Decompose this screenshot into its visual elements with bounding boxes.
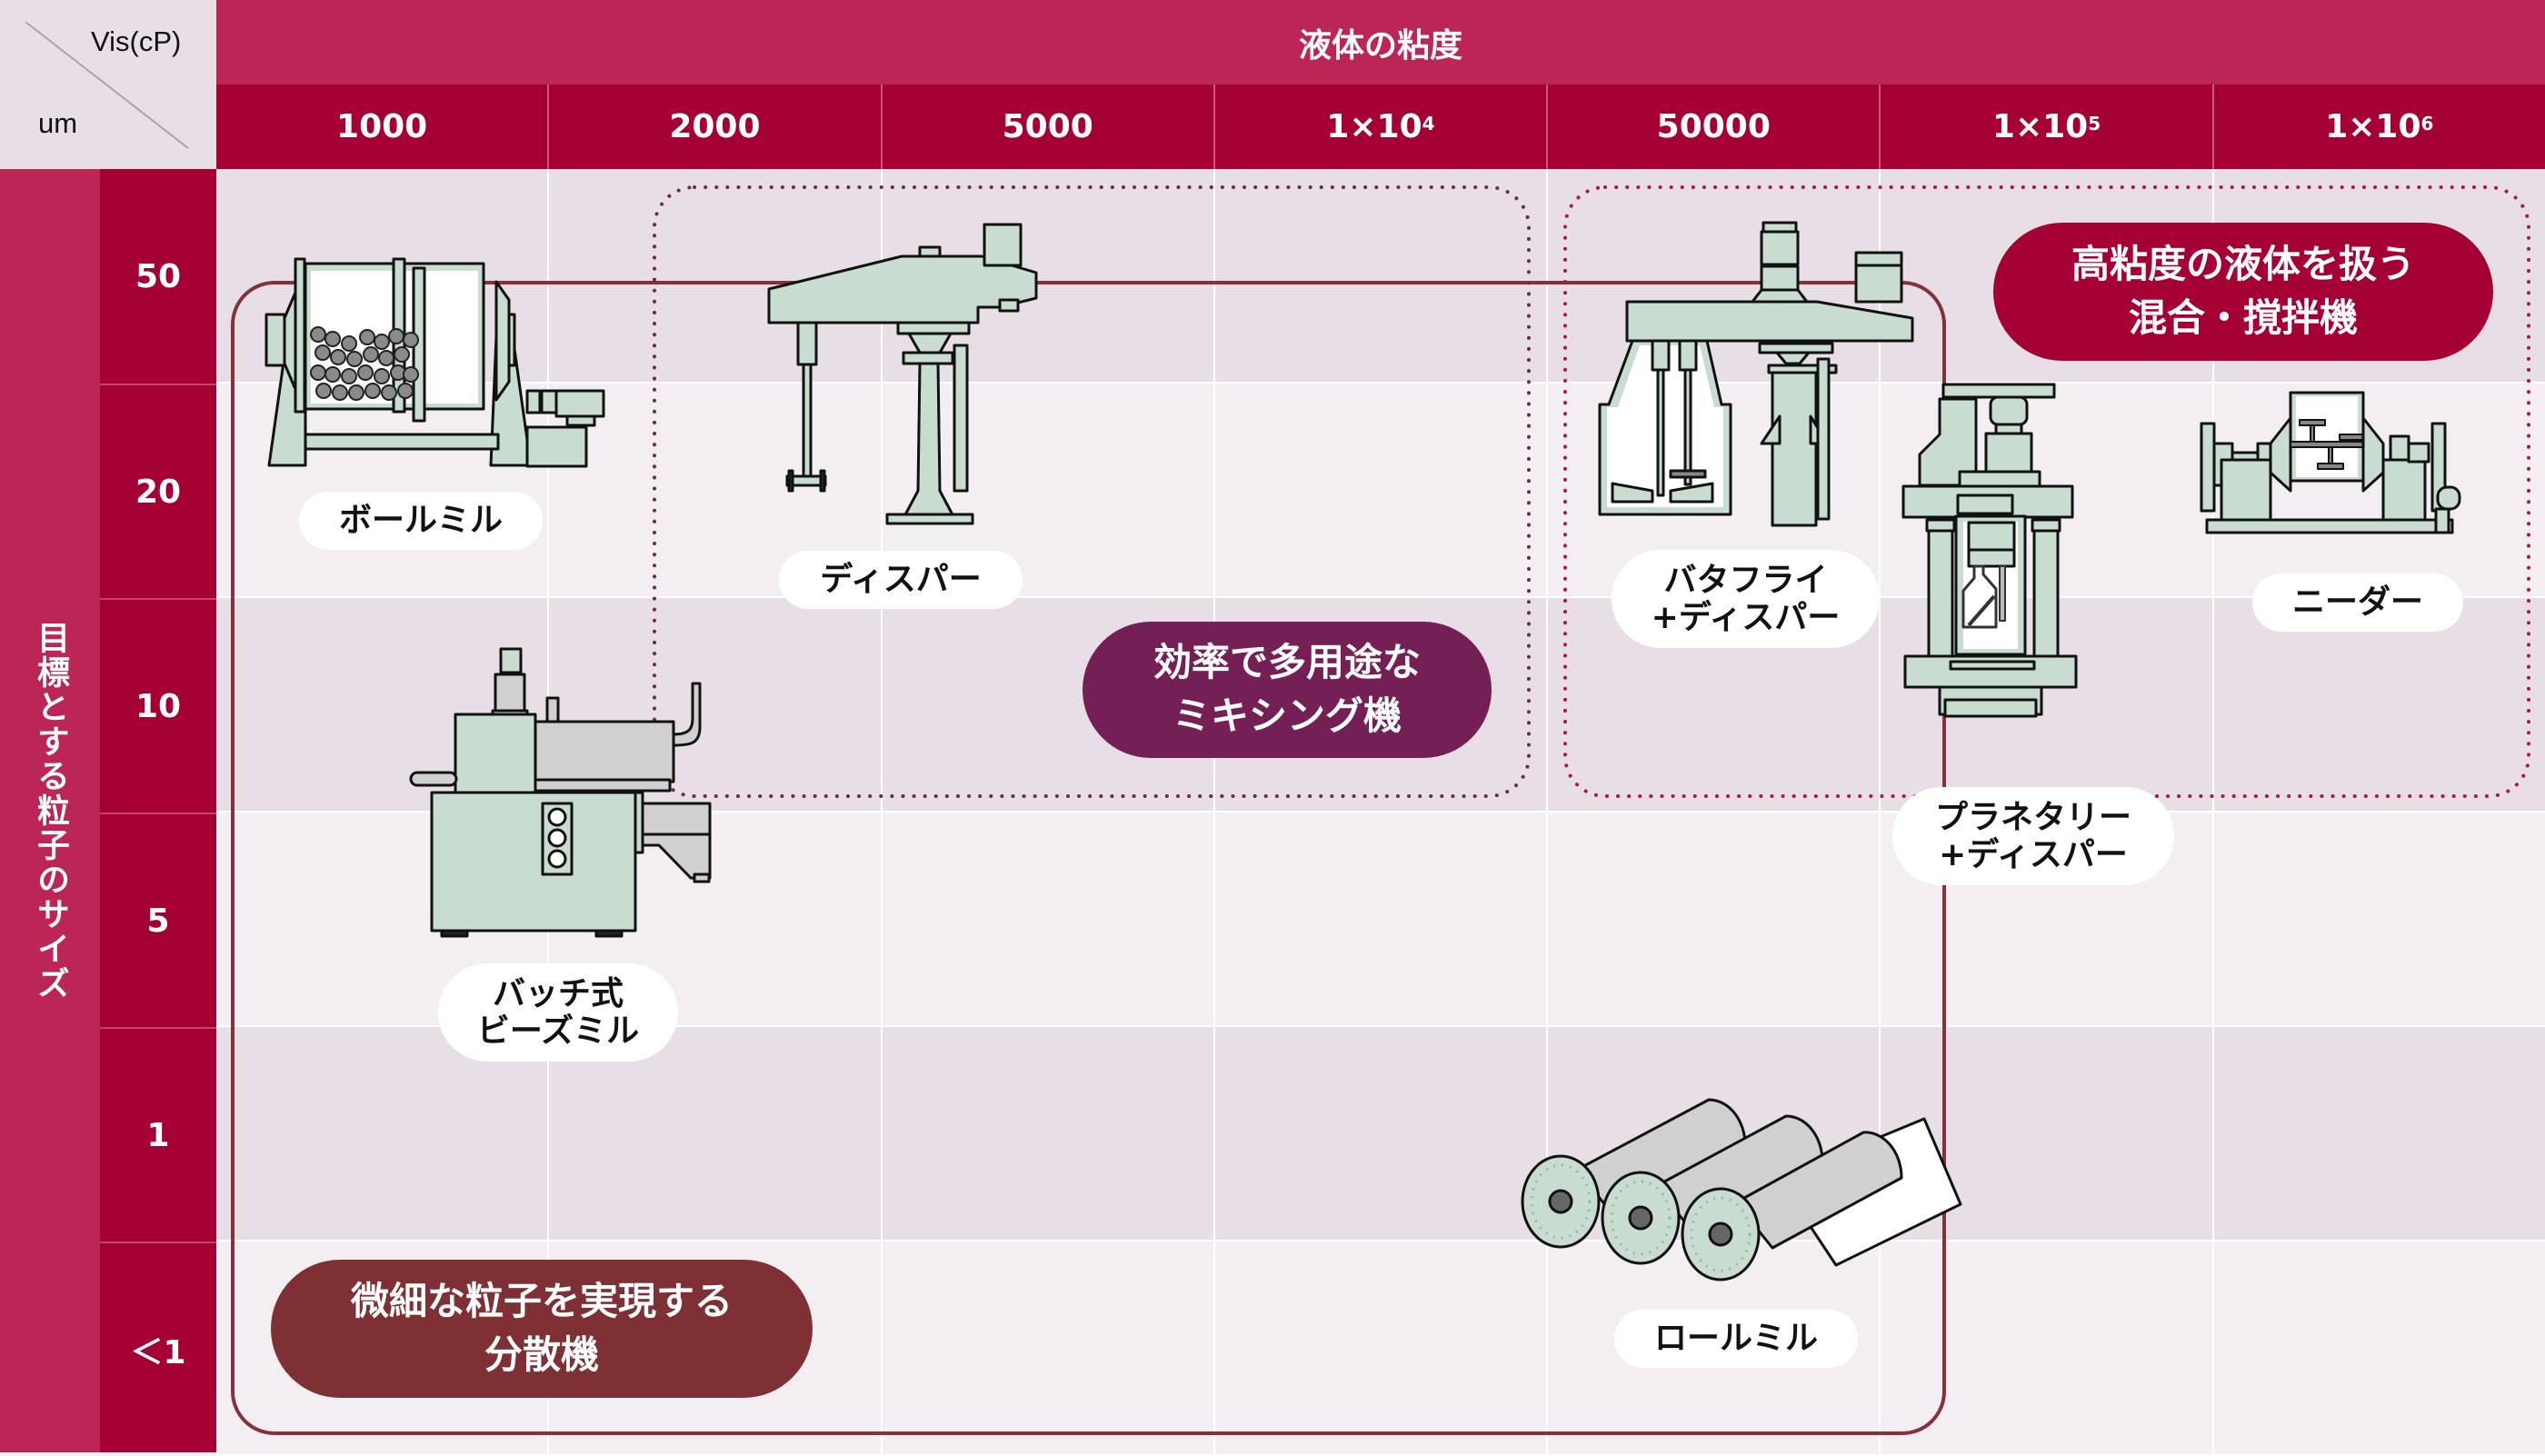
grid-cell xyxy=(880,384,1213,598)
roll-mill-label: ロールミル xyxy=(1614,1310,1858,1368)
row-label: ＜1 xyxy=(100,1242,216,1456)
high-viscosity-group-badge: 高粘度の液体を扱う混合・撹拌機 xyxy=(1993,223,2493,361)
row-label: 10 xyxy=(100,598,216,813)
column-header: 1000 xyxy=(336,108,428,145)
particle-size-rows: 50 20 10 5 1 ＜1 xyxy=(100,169,216,1452)
mixing-group-outline xyxy=(653,185,1531,798)
grid-cell xyxy=(1213,169,1547,384)
bead-mill-illustration xyxy=(409,647,712,938)
grid-cell xyxy=(1879,813,2212,1027)
grid-cell xyxy=(880,1027,1213,1242)
column-header: 5000 xyxy=(880,85,1213,169)
corner-cell: Vis(cP) um xyxy=(0,0,216,169)
viscosity-header-title: 液体の粘度 xyxy=(1298,26,1462,65)
grid-cell xyxy=(216,384,548,598)
grid-cell xyxy=(2211,598,2545,813)
grid-cell xyxy=(547,169,881,384)
row-label: 1 xyxy=(100,1027,216,1242)
viscosity-axis-label: Vis(cP) xyxy=(91,25,182,57)
disper-illustration xyxy=(767,223,1038,525)
grid-cell xyxy=(1546,598,1880,813)
column-header: 50000 xyxy=(1546,85,1879,169)
grid-cell xyxy=(1213,1027,1547,1242)
viscosity-header: 液体の粘度 xyxy=(216,0,2545,85)
kneader-label: ニーダー xyxy=(2252,573,2463,632)
butterfly-disper-label: バタフライ+ディスパー xyxy=(1612,550,1880,648)
particle-size-title: 目標とする粒子のサイズ xyxy=(32,621,69,1001)
dispersion-group-badge: 微細な粒子を実現する分散機 xyxy=(271,1260,813,1398)
grid-row xyxy=(216,1027,2545,1242)
particle-size-header: 目標とする粒子のサイズ xyxy=(0,169,100,1452)
corner-diagonal xyxy=(25,21,189,149)
grid-cell xyxy=(1546,813,1880,1027)
grid-cell xyxy=(216,1027,548,1242)
grid-cell xyxy=(2211,813,2545,1027)
grid-cell xyxy=(880,598,1213,813)
grid-cell xyxy=(880,813,1213,1027)
planetary-disper-illustration xyxy=(1901,383,2078,718)
grid-cell xyxy=(1213,813,1547,1027)
disper-label: ディスパー xyxy=(779,551,1023,609)
grid-cell xyxy=(216,813,548,1027)
planetary-disper-label: プラネタリー+ディスパー xyxy=(1892,787,2174,885)
kneader-illustration xyxy=(2200,391,2461,534)
ball-mill-illustration xyxy=(264,257,605,468)
grid-cell xyxy=(547,1027,881,1242)
grid-cell xyxy=(216,598,548,813)
mixing-group-badge: 効率で多用途なミキシング機 xyxy=(1083,622,1492,758)
grid-cell xyxy=(1213,384,1547,598)
column-header: 2000 xyxy=(547,85,880,169)
grid-row xyxy=(216,384,2545,598)
row-label: 20 xyxy=(100,384,216,598)
grid-cell xyxy=(547,384,881,598)
ball-mill-label: ボールミル xyxy=(299,492,543,550)
row-label: 50 xyxy=(135,257,182,295)
butterfly-disper-illustration xyxy=(1598,221,1914,527)
row-label: 5 xyxy=(100,813,216,1027)
size-axis-label: um xyxy=(38,107,78,139)
grid-cell xyxy=(2211,1027,2545,1242)
roll-mill-illustration xyxy=(1521,1098,1962,1281)
bead-mill-label: バッチ式ビーズミル xyxy=(438,963,678,1062)
grid-cell xyxy=(1879,1027,2212,1242)
